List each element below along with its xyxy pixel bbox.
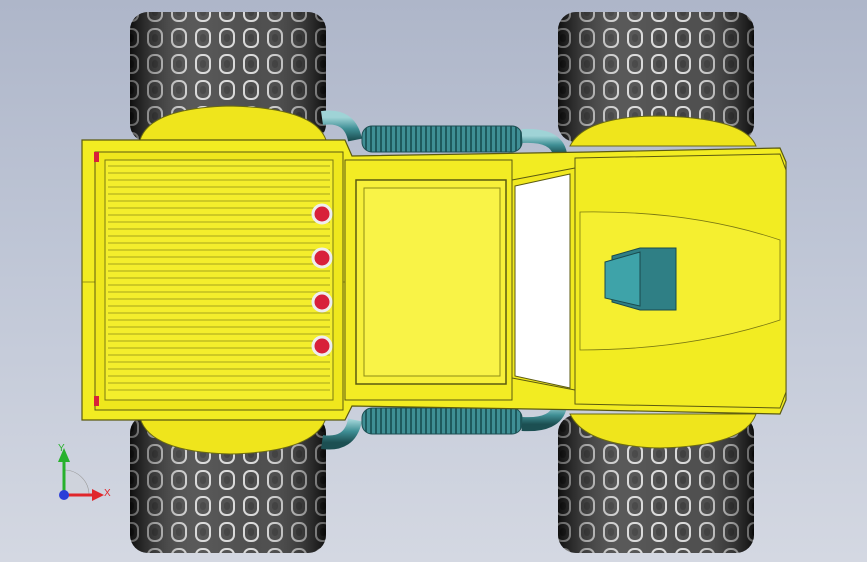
fender-arches [139,105,757,455]
hood-scoop [604,247,677,311]
windshield [511,167,576,391]
tire-rear-left[interactable] [130,12,326,142]
y-axis-label: Y [58,443,65,454]
exhaust-pipe-bottom [321,403,567,450]
coordinate-triad [58,448,104,501]
tail-markers [94,152,99,406]
hood [574,153,787,409]
cab-roof [344,159,513,401]
exhaust-pipe-top [321,110,567,157]
tire-front-right[interactable] [558,415,754,553]
z-axis-dot [59,490,69,500]
roll-bar-light [311,335,333,357]
x-axis-label: X [104,488,111,499]
roll-bar-light [311,247,333,269]
roll-bar-light [311,203,333,225]
roll-bar-light [311,291,333,313]
tire-front-left[interactable] [558,12,754,142]
roll-bar-lights [311,203,333,357]
